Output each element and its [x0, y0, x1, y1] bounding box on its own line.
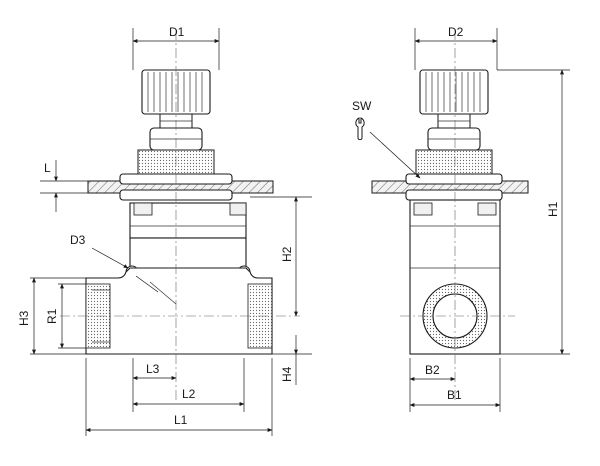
label-r1: R1	[45, 308, 59, 324]
label-sw: SW	[352, 99, 372, 113]
label-d1: D1	[169, 25, 185, 39]
wrench-icon	[355, 117, 365, 140]
port-block-left	[85, 267, 273, 355]
front-view-right	[371, 30, 529, 400]
label-l2: L2	[182, 387, 196, 401]
side-view-left	[60, 30, 300, 400]
label-l3: L3	[146, 362, 160, 376]
label-h3: H3	[17, 310, 31, 326]
label-l1: L1	[174, 413, 188, 427]
label-h1: H1	[546, 201, 560, 217]
label-h4: H4	[280, 366, 294, 382]
label-l: L	[44, 161, 51, 175]
label-h2: H2	[280, 246, 294, 262]
label-d3: D3	[70, 233, 86, 247]
label-b1: B1	[447, 388, 462, 402]
adjustment-knob-right	[419, 69, 489, 129]
panel-nut-right	[405, 173, 503, 185]
label-b2: B2	[425, 363, 440, 377]
dimensions: D1 D2 L D3 H2 H4 H3 R1	[17, 25, 570, 436]
label-d2: D2	[448, 25, 464, 39]
